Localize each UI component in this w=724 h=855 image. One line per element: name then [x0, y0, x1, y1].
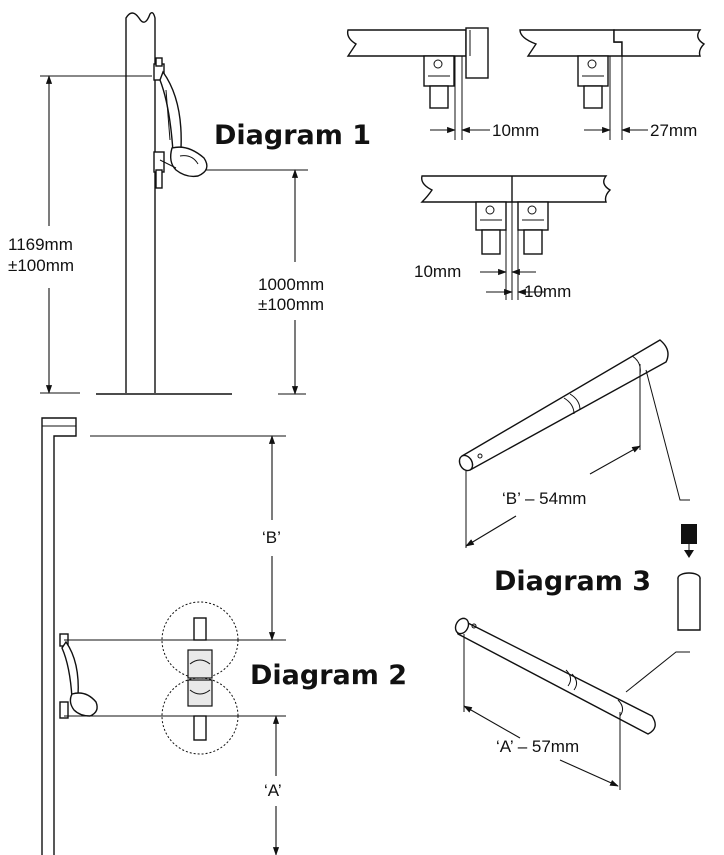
- gap-recessed: 27mm: [650, 121, 697, 140]
- diagram-3-label-a: ‘A’ – 57mm: [496, 737, 579, 756]
- dim-handle-tolerance: ±100mm: [258, 295, 324, 314]
- handle-icon-2: [59, 633, 98, 719]
- diagram-2-label-b: ‘B’: [262, 528, 281, 547]
- door-stile: [125, 11, 156, 393]
- closer-body-icon-2: [577, 55, 609, 109]
- dim-total-tolerance: ±100mm: [8, 256, 74, 275]
- diagram-3-title: Diagram 3: [494, 566, 651, 597]
- section-flush: 10mm: [346, 27, 539, 140]
- closer-body-icon-4: [517, 201, 549, 255]
- closer-body-icon-3: [475, 201, 507, 255]
- door-frame: [41, 417, 77, 855]
- dim-total-value: 1169mm: [8, 235, 73, 254]
- diagram-1-elevation: 1169mm ±100mm 1000mm ±100mm Diagram 1: [8, 11, 371, 395]
- diagram-3-label-b: ‘B’ – 54mm: [502, 489, 586, 508]
- detail-circle-upper: [161, 601, 239, 679]
- diagram-2-label-a: ‘A’: [264, 781, 282, 800]
- section-double: 10mm 10mm: [414, 175, 612, 301]
- gap-double-right: 10mm: [524, 282, 571, 301]
- diagram-2-title: Diagram 2: [250, 660, 407, 691]
- spindle-lower: [454, 617, 656, 735]
- closer-body-icon: [423, 55, 455, 109]
- diagram-1-title: Diagram 1: [214, 120, 371, 151]
- diagram-2-elevation: ‘B’ ‘A’ Diagram 2: [41, 417, 407, 855]
- spindle-upper: [458, 339, 669, 472]
- dim-handle-value: 1000mm: [258, 275, 324, 294]
- handle-icon: [153, 57, 208, 189]
- section-recessed: 27mm: [519, 29, 706, 140]
- grub-screw-icon: [681, 524, 697, 558]
- diagram-3-spindles: ‘B’ – 54mm ‘A’ – 57mm Diagram 3: [454, 339, 701, 790]
- spindle-end-icon: [677, 572, 701, 631]
- gap-double-left: 10mm: [414, 262, 461, 281]
- gap-flush: 10mm: [492, 121, 539, 140]
- detail-circle-lower: [161, 677, 239, 755]
